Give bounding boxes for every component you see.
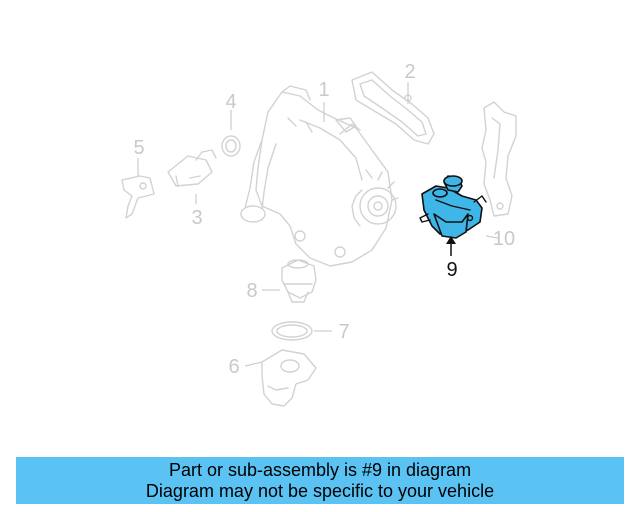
- banner-line-part: Part or sub-assembly is #9 in diagram: [168, 459, 472, 480]
- callout-3: 3: [191, 207, 202, 229]
- banner-line-disclaimer: Diagram may not be specific to your vehi…: [145, 480, 495, 501]
- callout-1: 1: [318, 79, 329, 101]
- part-8-thermostat: [281, 259, 317, 303]
- part-1-water-pump-housing: [240, 85, 399, 267]
- part-5-bracket: [121, 175, 155, 219]
- part-9-highlighted: [419, 175, 487, 239]
- part-3-sensor: [167, 149, 217, 187]
- callout-5: 5: [133, 137, 144, 159]
- callout-2: 2: [404, 61, 415, 83]
- part-7-seal-ring: [271, 321, 313, 341]
- part-10-bracket: [481, 101, 517, 217]
- part-4-o-ring: [221, 135, 241, 157]
- parts-diagram: 1 2 3 4 5 6 7 8 9 10: [121, 61, 517, 407]
- callout-4: 4: [225, 91, 236, 113]
- callout-numbers: 1 2 3 4 5 6 7 8 9 10: [133, 61, 515, 378]
- callout-7: 7: [338, 321, 349, 343]
- leader-lines: [137, 82, 499, 367]
- info-banner: Part or sub-assembly is #9 in diagram Di…: [16, 457, 624, 504]
- part-2-gasket: [351, 71, 435, 145]
- callout-10: 10: [493, 228, 515, 250]
- callout-8: 8: [246, 280, 257, 302]
- callout-6: 6: [228, 356, 239, 378]
- part-6-coolant-flange: [261, 349, 317, 407]
- callout-9: 9: [446, 259, 457, 281]
